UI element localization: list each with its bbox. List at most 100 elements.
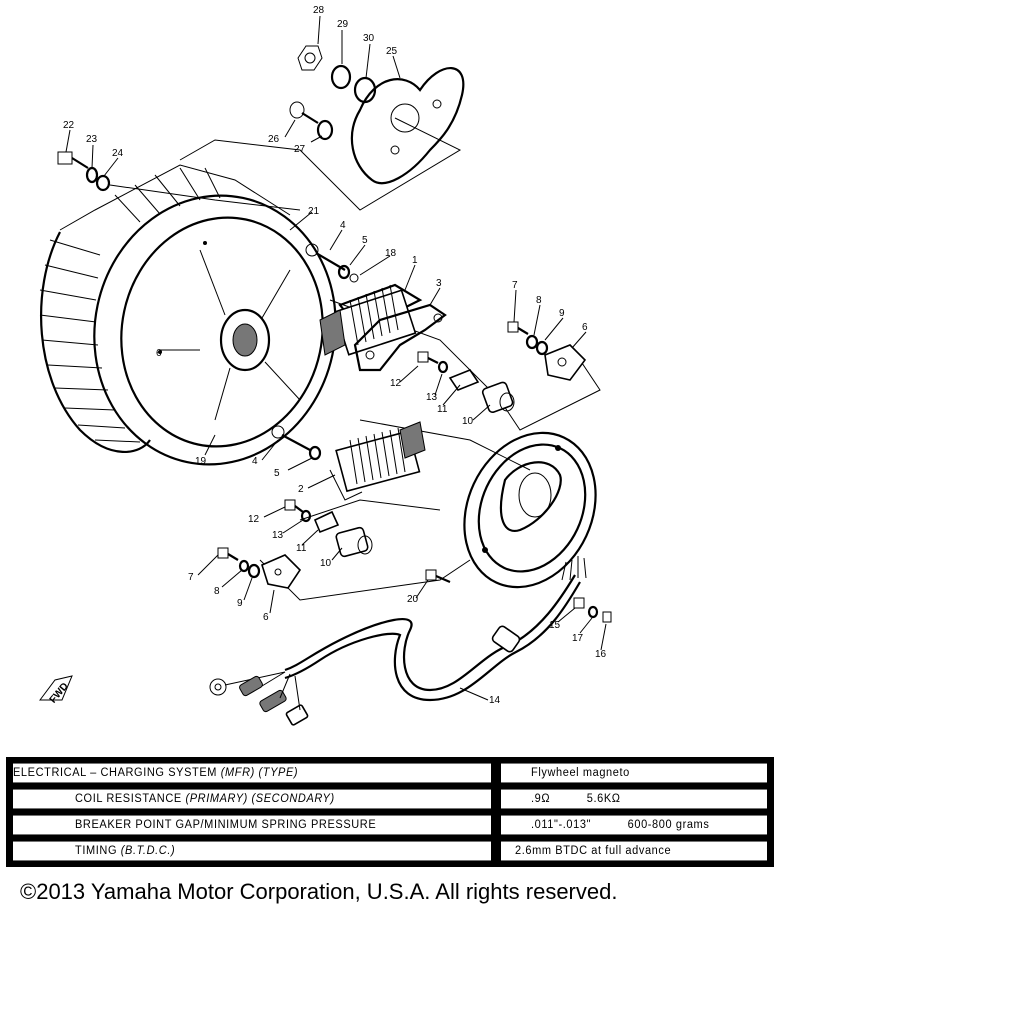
spec-param-timing: TIMING (B.T.D.C.) (12, 840, 492, 862)
screw-12-upper (417, 351, 439, 364)
callout-22: 22 (63, 120, 75, 131)
spec-value-timing: 2.6mm BTDC at full advance (500, 840, 768, 862)
breaker-point-6-lower (261, 554, 302, 589)
callout-10-upper: 10 (462, 416, 474, 427)
callout-9-upper: 9 (559, 308, 565, 319)
spec-value-text: Flywheel magneto (531, 766, 630, 780)
callout-13-lower: 13 (272, 530, 284, 541)
copyright-notice: ©2013 Yamaha Motor Corporation, U.S.A. A… (20, 879, 618, 904)
callout-6-lower: 6 (263, 612, 269, 623)
coil-2 (329, 421, 426, 501)
condenser-10-upper (481, 381, 515, 413)
flywheel-rotor (39, 164, 337, 466)
washer-27 (316, 119, 334, 141)
clamp-18 (349, 273, 359, 283)
callout-11-lower: 11 (296, 543, 307, 554)
breaker-point-6-upper (544, 344, 587, 381)
lighting-coil-core-3 (353, 303, 447, 372)
callout-18: 18 (385, 248, 397, 259)
screw-12-lower (284, 499, 304, 513)
spec-row-breaker-point: BREAKER POINT GAP/MINIMUM SPRING PRESSUR… (12, 814, 768, 836)
callout-4-lower: 4 (252, 456, 258, 467)
callout-8-upper: 8 (536, 295, 542, 306)
spec-value-breaker-point: .011"-.013" 600-800 grams (500, 814, 768, 836)
callout-30: 30 (363, 33, 375, 44)
condenser-10-lower (335, 526, 373, 558)
clamp-15 (573, 597, 585, 609)
spec-section-label: ELECTRICAL – (13, 766, 101, 780)
parts-exploded-diagram: FWD (39, 5, 612, 726)
callout-12-upper: 12 (390, 378, 402, 389)
specification-table: ELECTRICAL – CHARGING SYSTEM (MFR) (TYPE… (6, 757, 774, 867)
washer-17 (587, 605, 599, 619)
callout-27: 27 (294, 144, 306, 155)
spec-value-coil-resistance: .9Ω 5.6KΩ (500, 788, 768, 810)
callout-19: 19 (195, 456, 207, 467)
lead-wire-11-lower (313, 510, 340, 534)
callout-29: 29 (337, 19, 349, 30)
callout-26: 26 (268, 134, 280, 145)
washer-23 (85, 166, 99, 184)
callout-23: 23 (86, 134, 98, 145)
callout-15: 15 (549, 620, 561, 631)
stator-base-plate (463, 431, 597, 589)
callout-5-upper: 5 (362, 235, 368, 246)
callout-1: 1 (412, 255, 418, 266)
callout-12-lower: 12 (248, 514, 260, 525)
washer-13-lower (300, 509, 312, 523)
spec-param-text: TIMING (75, 844, 121, 858)
spec-row-charging-system: ELECTRICAL – CHARGING SYSTEM (MFR) (TYPE… (12, 762, 768, 784)
screw-26 (289, 101, 319, 124)
spec-param-text: CHARGING SYSTEM (100, 766, 221, 780)
callout-10-lower: 10 (320, 558, 332, 569)
callout-7-lower: 7 (188, 572, 194, 583)
assembly-guide-lines (109, 117, 601, 601)
coil-1 (319, 283, 423, 356)
callout-8-lower: 8 (214, 586, 220, 597)
screw-16 (602, 611, 612, 623)
spec-row-timing: TIMING (B.T.D.C.) 2.6mm BTDC at full adv… (12, 840, 768, 862)
spec-value-text: .011"-.013" 600-800 grams (531, 818, 710, 832)
leader-lines (65, 15, 607, 701)
spec-param-charging-system: ELECTRICAL – CHARGING SYSTEM (MFR) (TYPE… (12, 762, 492, 784)
washer-8-lower (238, 559, 250, 573)
callout-9-lower: 9 (237, 598, 243, 609)
spec-value-charging-system: Flywheel magneto (500, 762, 768, 784)
callout-11-upper: 11 (437, 404, 448, 415)
bolt-22 (57, 151, 89, 169)
callout-3: 3 (436, 278, 442, 289)
callout-24: 24 (112, 148, 124, 159)
spec-param-text: BREAKER POINT GAP/MINIMUM SPRING PRESSUR… (75, 818, 377, 832)
callout-5-lower: 5 (274, 468, 280, 479)
nut-28 (297, 45, 323, 71)
spec-param-italic: (B.T.D.C.) (120, 844, 176, 858)
callout-16: 16 (595, 649, 607, 660)
callout-14: 14 (489, 695, 501, 706)
callout-20: 20 (407, 594, 419, 605)
lead-wire-11-upper (448, 369, 480, 391)
contact-plate-25 (350, 67, 465, 185)
washer-9-lower (247, 563, 261, 579)
callout-25: 25 (386, 46, 398, 57)
bolt-4-upper (305, 243, 346, 271)
washer-24 (95, 174, 111, 192)
washer-9-upper (535, 340, 549, 356)
bolt-4-lower (271, 425, 311, 451)
callout-21: 21 (308, 206, 320, 217)
callout-6-flywheel: 6 (156, 348, 162, 359)
screw-7-upper (507, 321, 529, 335)
spec-param-breaker-point: BREAKER POINT GAP/MINIMUM SPRING PRESSUR… (12, 814, 492, 836)
spec-param-italic: (MFR) (TYPE) (220, 766, 299, 780)
callout-17: 17 (572, 633, 584, 644)
screw-20 (425, 569, 451, 584)
washer-29 (330, 64, 352, 90)
spec-param-coil-resistance: COIL RESISTANCE (PRIMARY) (SECONDARY) (12, 788, 492, 810)
spec-value-text: .9Ω 5.6KΩ (531, 792, 621, 806)
washer-5-upper (337, 264, 351, 280)
callout-13-upper: 13 (426, 392, 438, 403)
callout-7-upper: 7 (512, 280, 518, 291)
washer-5-lower (308, 445, 322, 461)
wire-harness-14 (209, 556, 587, 726)
washer-13-upper (437, 360, 449, 374)
washer-8-upper (525, 334, 539, 350)
